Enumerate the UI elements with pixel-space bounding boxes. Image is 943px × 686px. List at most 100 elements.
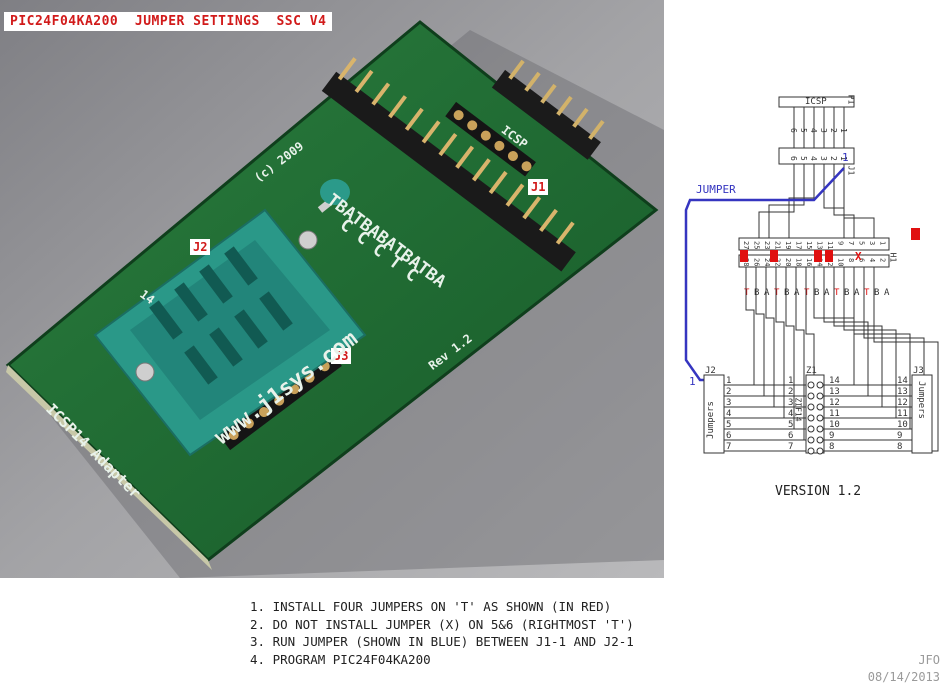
board-illustration	[0, 0, 664, 578]
j3-box	[911, 374, 933, 454]
j1-pin1-label: 1	[842, 151, 849, 164]
tba-letter-13: B	[874, 288, 879, 298]
j1-pin-5: 5	[799, 156, 808, 161]
h1-pin-14: 14	[816, 258, 824, 266]
tba-letter-14: A	[884, 288, 890, 298]
zif-contact	[816, 381, 824, 389]
instruction-4: 4. PROGRAM PIC24F04KA200	[250, 651, 431, 667]
h1-pin-15: 15	[805, 241, 813, 249]
j2-pin-3: 3	[726, 398, 731, 408]
j2-pin-7: 7	[726, 442, 731, 452]
zif-right-pin-14: 14	[829, 376, 840, 386]
zif-contact	[807, 414, 815, 422]
adapter-board-photo: PIC24F04KA200 JUMPER SETTINGS SSC V4 J1 …	[0, 0, 664, 578]
j3-socket	[218, 349, 342, 451]
j2-name: J2	[705, 366, 716, 376]
zif-left-pin-7: 7	[788, 442, 793, 452]
j2-label: J2	[190, 239, 211, 255]
h1-pin-3: 3	[868, 241, 876, 245]
red-jumper-4	[825, 250, 833, 262]
p1-name: P1	[846, 94, 856, 105]
j1-pin-3: 3	[819, 156, 828, 161]
h1-pin-26: 26	[753, 258, 761, 266]
h1-pin-6: 6	[858, 258, 866, 262]
signature: JFO 08/14/2013	[843, 652, 940, 686]
tba-letter-6: T	[804, 288, 810, 298]
zif-right-pin-10: 10	[829, 420, 840, 430]
zif-left-pin-3: 3	[788, 398, 793, 408]
zif-left-pin-2: 2	[788, 387, 793, 397]
tba-letter-11: A	[854, 288, 860, 298]
tba-letter-8: A	[824, 288, 830, 298]
zif-contact	[816, 447, 824, 455]
h1-pin-17: 17	[795, 241, 803, 249]
zif-right-pin-9: 9	[829, 431, 834, 441]
h1-pin-21: 21	[774, 241, 782, 249]
blue-jumper-wire	[684, 167, 845, 382]
tba-letter-2: A	[764, 288, 770, 298]
tba-letter-7: B	[814, 288, 819, 298]
icsp-name: ICSP	[805, 97, 827, 107]
signature-date: 08/14/2013	[867, 670, 940, 684]
j2-pin-2: 2	[726, 387, 731, 397]
zif-contact	[816, 403, 824, 411]
version-label: VERSION 1.2	[775, 484, 862, 499]
x-marker: X	[855, 250, 862, 263]
zif-contact	[807, 381, 815, 389]
h1-name: H1	[888, 252, 898, 263]
zif-contact	[807, 447, 815, 455]
j1-pin-2: 2	[829, 156, 838, 161]
h1-pin-27: 27	[742, 241, 750, 249]
j2-pin1-label: 1	[689, 375, 696, 388]
h1-pin-8: 8	[847, 258, 855, 262]
j1-label: J1	[528, 179, 549, 195]
zif-contact	[816, 414, 824, 422]
zif-left-pin-1: 1	[788, 376, 793, 386]
h1-pin-10: 10	[837, 258, 845, 266]
instruction-1: 1. INSTALL FOUR JUMPERS ON 'T' AS SHOWN …	[250, 599, 612, 614]
h1-pin-5: 5	[858, 241, 866, 245]
zif-left-pin-4: 4	[788, 409, 793, 419]
h1-pin-1: 1	[879, 241, 887, 245]
j3-pin-14: 14	[897, 376, 908, 386]
j1-pin-1: 1	[839, 156, 848, 161]
h1-pin-23: 23	[763, 241, 771, 249]
red-jumper-3	[814, 250, 822, 262]
h1-pin-13: 13	[816, 241, 824, 249]
zif-right-pin-13: 13	[829, 387, 840, 397]
h1-pin-4: 4	[868, 258, 876, 262]
h1-pin-12: 12	[826, 258, 834, 266]
zif-contact	[816, 436, 824, 444]
h1-pin-18: 18	[795, 258, 803, 266]
h1-pin-7: 7	[847, 241, 855, 245]
signature-initials: JFO	[918, 653, 940, 667]
tba-letter-1: B	[754, 288, 759, 298]
zif-contact	[807, 403, 815, 411]
zif-socket	[93, 179, 367, 457]
j1-name: J1	[846, 165, 856, 176]
zif-contact	[807, 436, 815, 444]
j2-pin-6: 6	[726, 431, 731, 441]
j3-name: J3	[913, 366, 924, 376]
zif-contact	[807, 425, 815, 433]
instruction-2: 2. DO NOT INSTALL JUMPER (X) ON 5&6 (RIG…	[250, 616, 634, 632]
j1-pin-6: 6	[789, 156, 798, 161]
j1-box	[778, 147, 855, 165]
h1-pin-19: 19	[784, 241, 792, 249]
j3-pin-8: 8	[897, 442, 902, 452]
j2-jumpers-label: Jumpers	[705, 401, 716, 439]
tba-letter-5: A	[794, 288, 800, 298]
j3-pin-13: 13	[897, 387, 908, 397]
zif-contact	[816, 392, 824, 400]
zif-left-pin-6: 6	[788, 431, 793, 441]
icsp-header	[491, 59, 605, 160]
zif-contact	[816, 425, 824, 433]
h1-pin-22: 22	[774, 258, 782, 266]
j2-box	[703, 374, 725, 454]
